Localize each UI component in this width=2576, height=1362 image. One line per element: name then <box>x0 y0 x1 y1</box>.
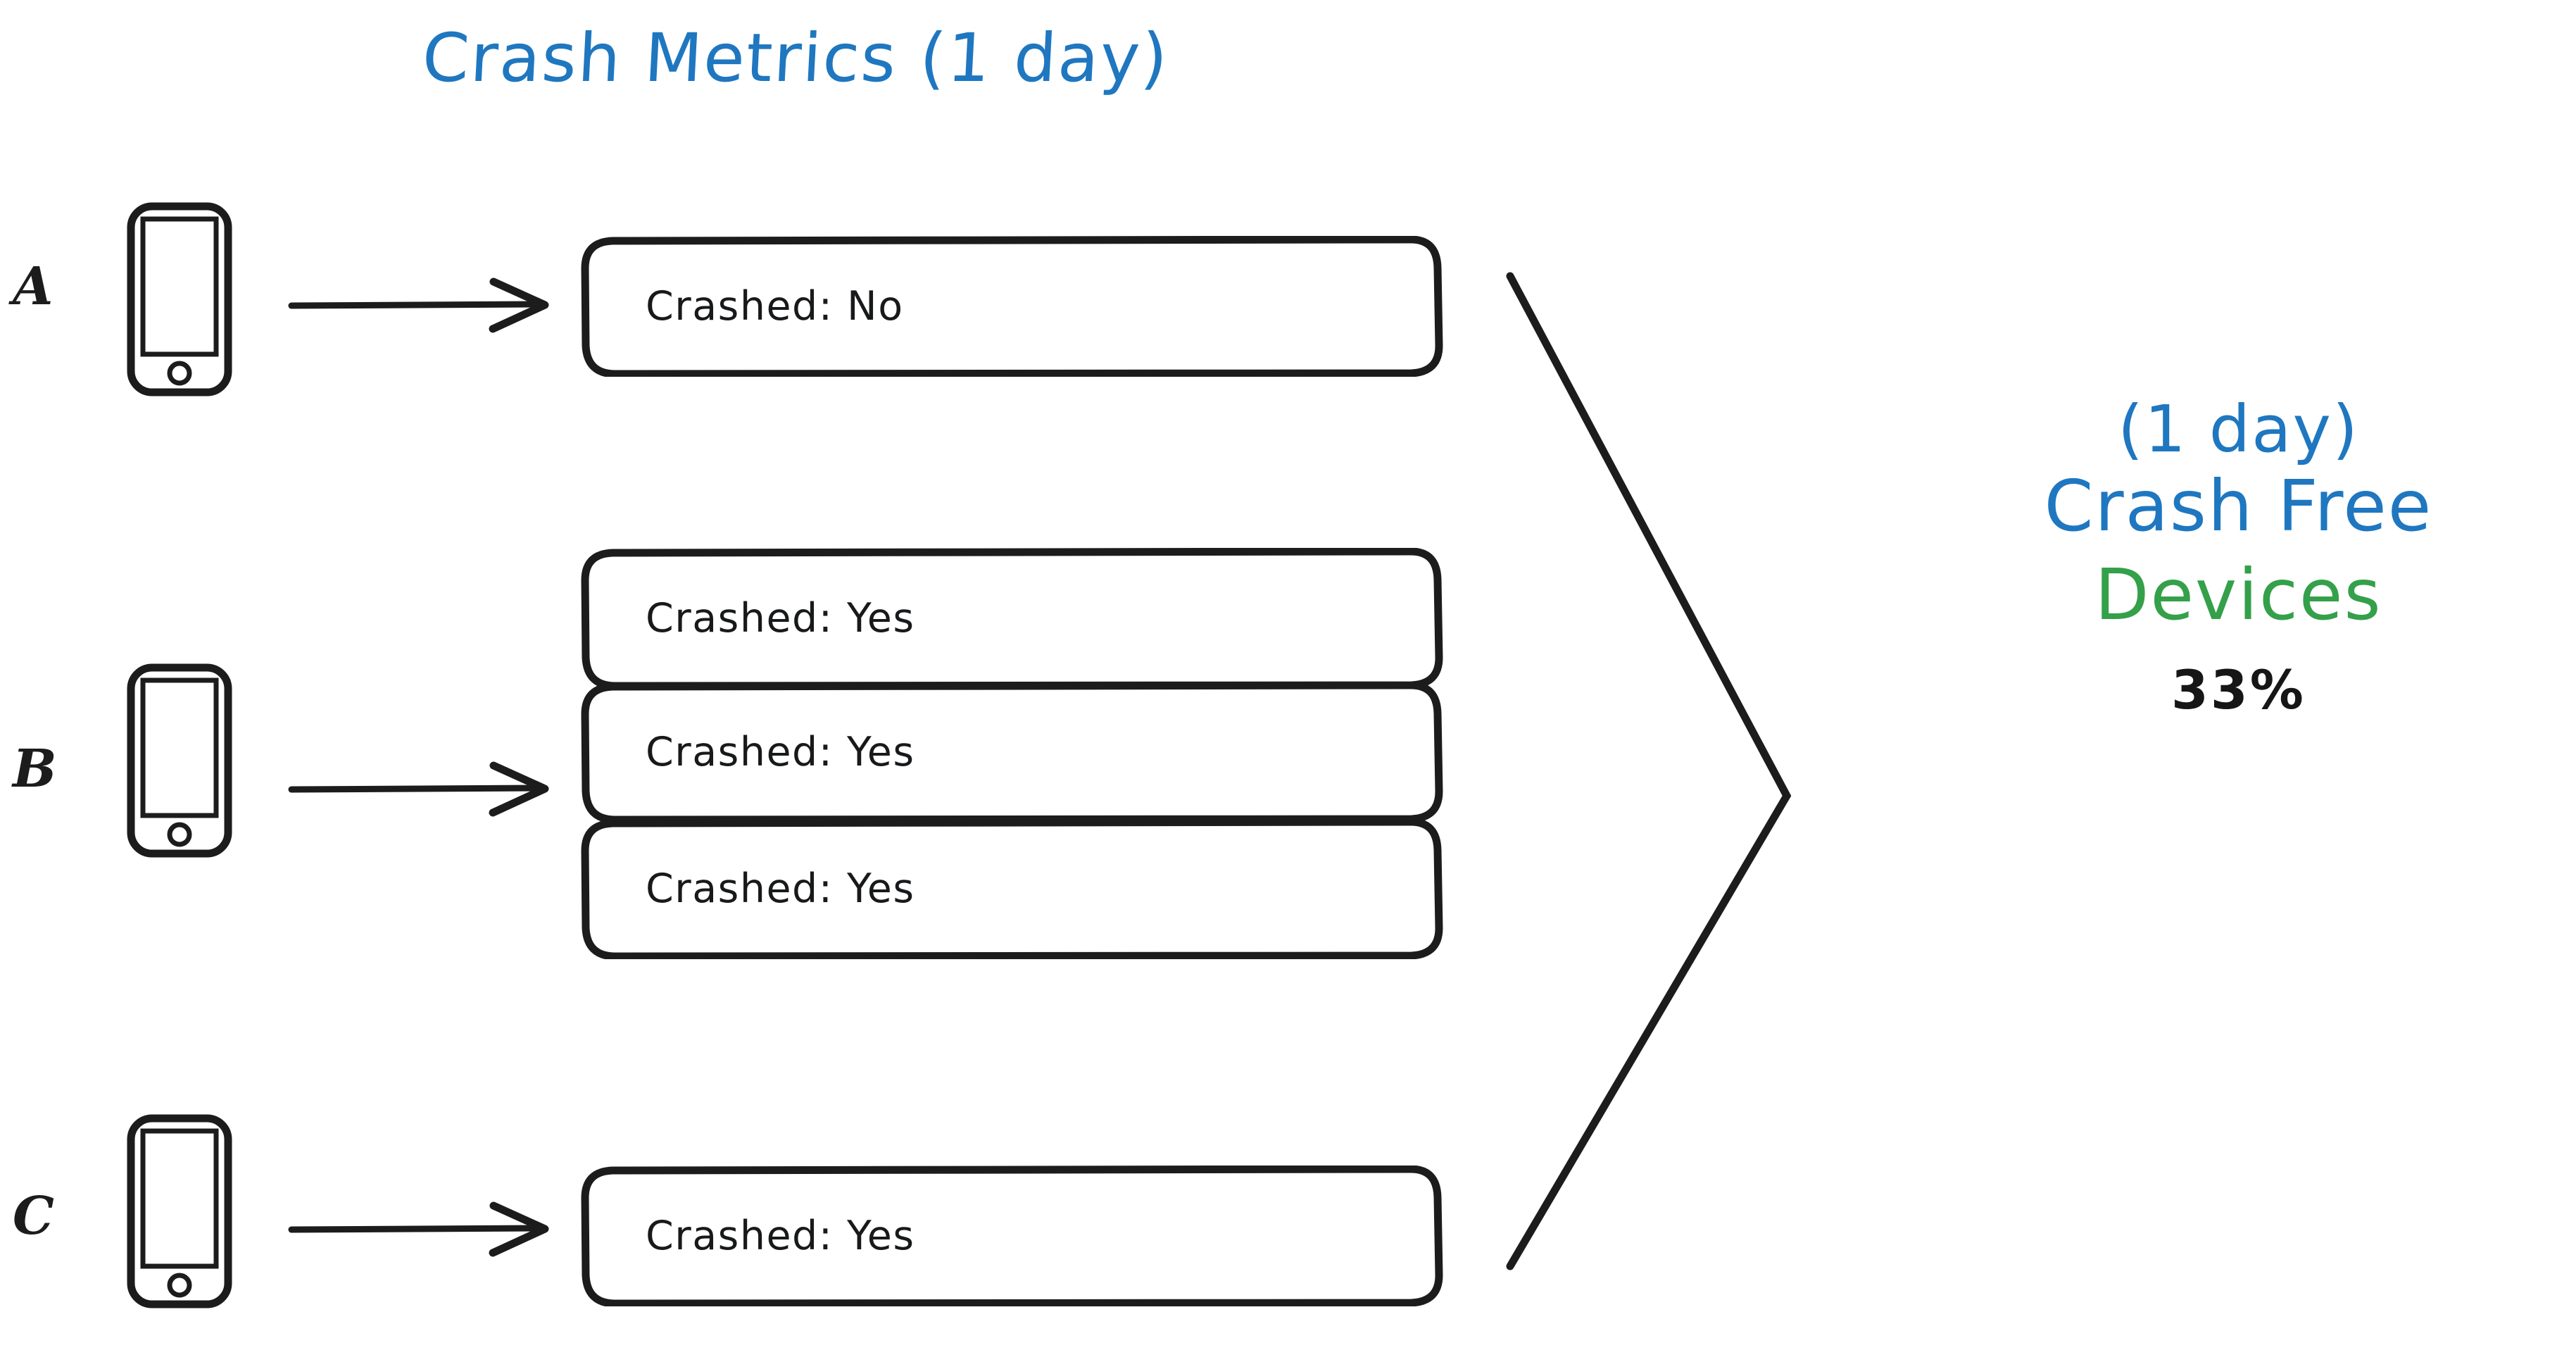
crash-event-box: Crashed: No <box>581 236 1443 377</box>
crash-event-box: Crashed: Yes <box>581 1166 1443 1306</box>
crash-event-box: Crashed: Yes <box>581 818 1443 959</box>
phone-icon <box>123 201 236 398</box>
crash-status-text: Crashed: Yes <box>646 729 915 775</box>
summary-metric-line-2: Devices <box>2094 554 2382 637</box>
summary-metric-line-1: Crash Free <box>2044 465 2433 548</box>
arrow-right-icon <box>287 750 576 827</box>
page-title: Crash Metrics (1 day) <box>420 20 1171 97</box>
crash-event-box: Crashed: Yes <box>581 682 1443 823</box>
aggregation-bracket <box>1478 254 1830 1289</box>
summary-value: 33% <box>2171 658 2306 722</box>
phone-icon <box>123 662 236 859</box>
device-label-b: B <box>13 739 57 799</box>
summary-period-label: (1 day) <box>2118 392 2359 467</box>
crash-status-text: Crashed: Yes <box>646 595 915 642</box>
device-label-c: C <box>13 1186 54 1247</box>
arrow-right-icon <box>287 1190 576 1268</box>
crash-status-text: Crashed: Yes <box>646 866 915 912</box>
arrow-right-icon <box>287 266 576 344</box>
phone-icon <box>123 1113 236 1310</box>
device-label-a: A <box>13 256 54 317</box>
crash-event-box: Crashed: Yes <box>581 548 1443 689</box>
summary-block: (1 day) Crash Free Devices 33% <box>1901 394 2576 719</box>
crash-status-text: Crashed: Yes <box>646 1213 915 1259</box>
crash-status-text: Crashed: No <box>646 283 904 330</box>
